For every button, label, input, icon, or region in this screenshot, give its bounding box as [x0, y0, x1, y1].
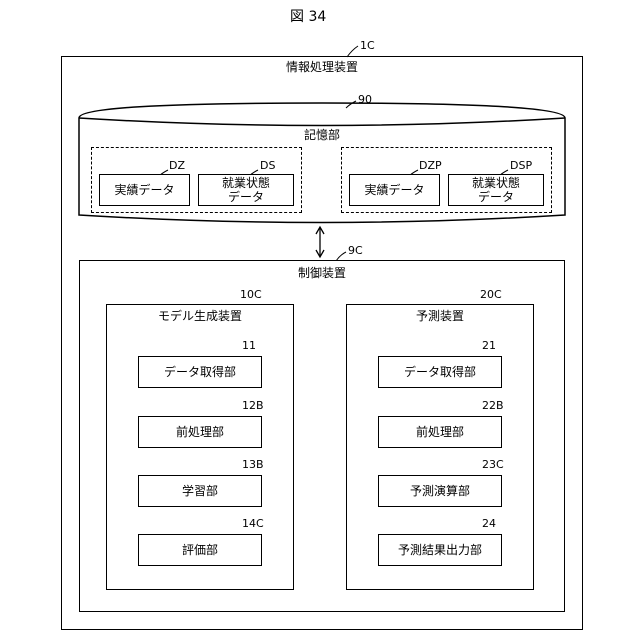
prediction-output-label: 予測結果出力部 — [379, 543, 501, 558]
dsp-ref: DSP — [510, 160, 532, 172]
information-processing-device-label: 情報処理装置 — [61, 60, 583, 74]
evaluation-label: 評価部 — [139, 543, 261, 558]
dz-ref: DZ — [169, 160, 185, 172]
work-status-label-line2-right: データ — [449, 190, 543, 205]
pr-preprocessing-unit: 前処理部 — [378, 416, 502, 448]
work-status-label-line1-right: 就業状態 — [449, 176, 543, 191]
mg-data-acquisition-label: データ取得部 — [139, 365, 261, 380]
mg-data-acquisition-unit: データ取得部 — [138, 356, 262, 388]
storage-label: 記憶部 — [79, 128, 565, 142]
unit23c-ref: 23C — [482, 459, 504, 471]
prediction-ref: 20C — [480, 289, 502, 301]
learning-unit: 学習部 — [138, 475, 262, 507]
storage-ref: 90 — [358, 94, 372, 106]
prediction-computation-unit: 予測演算部 — [378, 475, 502, 507]
mg-preprocessing-label: 前処理部 — [139, 425, 261, 440]
actual-data-box-right: 実績データ — [349, 174, 440, 206]
work-status-label-line2-left: データ — [199, 190, 293, 205]
prediction-output-unit: 予測結果出力部 — [378, 534, 502, 566]
device-ref: 1C — [360, 40, 375, 52]
pr-data-acquisition-unit: データ取得部 — [378, 356, 502, 388]
control-ref: 9C — [348, 245, 363, 257]
prediction-device-label: 予測装置 — [346, 309, 534, 323]
ds-ref: DS — [260, 160, 275, 172]
actual-data-label-left: 実績データ — [100, 183, 189, 198]
actual-data-label-right: 実績データ — [350, 183, 439, 198]
control-device-label: 制御装置 — [79, 266, 565, 280]
unit13b-ref: 13B — [242, 459, 264, 471]
model-gen-ref: 10C — [240, 289, 262, 301]
prediction-computation-label: 予測演算部 — [379, 484, 501, 499]
pr-preprocessing-label: 前処理部 — [379, 425, 501, 440]
actual-data-box-left: 実績データ — [99, 174, 190, 206]
pr-data-acquisition-label: データ取得部 — [379, 365, 501, 380]
unit24-ref: 24 — [482, 518, 496, 530]
work-status-label-line1-left: 就業状態 — [199, 176, 293, 191]
unit22b-ref: 22B — [482, 400, 504, 412]
unit14c-ref: 14C — [242, 518, 264, 530]
work-status-data-box-right: 就業状態 データ — [448, 174, 544, 206]
dzp-ref: DZP — [419, 160, 442, 172]
evaluation-unit: 評価部 — [138, 534, 262, 566]
unit11-ref: 11 — [242, 340, 256, 352]
model-generation-device-label: モデル生成装置 — [106, 309, 294, 323]
unit21-ref: 21 — [482, 340, 496, 352]
work-status-data-box-left: 就業状態 データ — [198, 174, 294, 206]
figure-title: 図 34 — [290, 10, 326, 24]
mg-preprocessing-unit: 前処理部 — [138, 416, 262, 448]
unit12b-ref: 12B — [242, 400, 264, 412]
learning-label: 学習部 — [139, 484, 261, 499]
